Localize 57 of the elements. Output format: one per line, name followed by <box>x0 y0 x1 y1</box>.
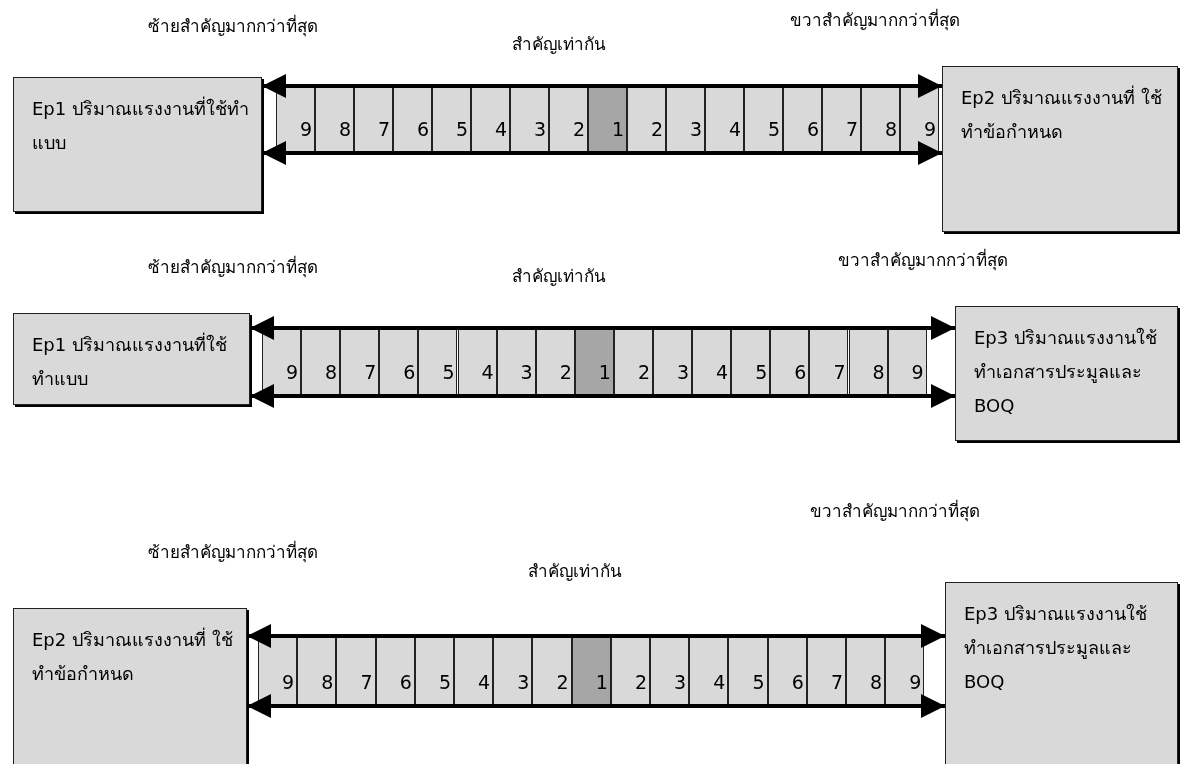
scale-cell: 3 <box>493 636 533 706</box>
scale-cell: 4 <box>457 328 497 396</box>
scale-cell: 2 <box>627 86 666 153</box>
scale-cell: 5 <box>432 86 471 153</box>
criterion-box: Ep2 ปริมาณแรงงานที่ ใช้ทำข้อกำหนด <box>942 66 1178 232</box>
scale-cell: 6 <box>770 328 810 396</box>
scale-cell: 5 <box>418 328 458 396</box>
criterion-box: Ep3 ปริมาณแรงงานใช้ทำเอกสารประมูลและ BOQ <box>945 582 1178 764</box>
scale-cell: 5 <box>731 328 771 396</box>
scale-cell: 4 <box>689 636 729 706</box>
scale-cell: 8 <box>301 328 341 396</box>
double-arrow <box>247 624 945 648</box>
scale-heading: ซ้ายสำคัญมากกว่าที่สุด <box>148 13 318 39</box>
scale-cell: 6 <box>783 86 822 153</box>
double-arrow <box>247 694 945 718</box>
scale-cell: 2 <box>549 86 588 153</box>
criterion-box: Ep1 ปริมาณแรงงานที่ใช้ทำแบบ <box>13 313 250 405</box>
scale-cell: 7 <box>336 636 376 706</box>
scale-heading: ซ้ายสำคัญมากกว่าที่สุด <box>148 539 318 565</box>
scale-cell: 7 <box>340 328 380 396</box>
scale-cell: 7 <box>809 328 849 396</box>
double-arrow <box>262 141 942 165</box>
scale-heading: ขวาสำคัญมากกว่าที่สุด <box>838 247 1008 273</box>
scale-cell: 2 <box>532 636 572 706</box>
scale-cell: 3 <box>510 86 549 153</box>
scale-cell: 1 <box>588 86 627 153</box>
scale-cell: 4 <box>692 328 732 396</box>
scale-cell: 8 <box>848 328 888 396</box>
scale-cell: 5 <box>728 636 768 706</box>
scale-cell: 6 <box>379 328 419 396</box>
criterion-box: Ep3 ปริมาณแรงงานใช้ทำเอกสารประมูลและ BOQ <box>955 306 1178 441</box>
scale-cell: 3 <box>666 86 705 153</box>
scale-cell: 8 <box>315 86 354 153</box>
scale-cell: 7 <box>822 86 861 153</box>
scale-cell: 8 <box>861 86 900 153</box>
scale-heading: ขวาสำคัญมากกว่าที่สุด <box>810 498 980 524</box>
double-arrow <box>262 74 942 98</box>
scale-cell: 5 <box>744 86 783 153</box>
scale-cell: 7 <box>354 86 393 153</box>
criterion-box: Ep1 ปริมาณแรงงานที่ใช้ทำแบบ <box>13 77 262 212</box>
scale-cell: 4 <box>471 86 510 153</box>
scale-cell: 4 <box>705 86 744 153</box>
scale-cell: 9 <box>885 636 925 706</box>
scale-heading: ซ้ายสำคัญมากกว่าที่สุด <box>148 254 318 280</box>
scale-heading: สำคัญเท่ากัน <box>528 560 622 583</box>
scale-heading: สำคัญเท่ากัน <box>512 33 606 56</box>
scale-cell: 3 <box>653 328 693 396</box>
scale-cell: 4 <box>454 636 494 706</box>
double-arrow <box>250 384 955 408</box>
scale-cell: 3 <box>650 636 690 706</box>
scale-heading: สำคัญเท่ากัน <box>512 265 606 288</box>
scale-cell: 8 <box>297 636 337 706</box>
double-arrow <box>250 316 955 340</box>
scale-heading: ขวาสำคัญมากกว่าที่สุด <box>790 7 960 33</box>
scale-cell: 6 <box>393 86 432 153</box>
scale-cell: 8 <box>846 636 886 706</box>
criterion-box: Ep2 ปริมาณแรงงานที่ ใช้ทำข้อกำหนด <box>13 608 247 764</box>
